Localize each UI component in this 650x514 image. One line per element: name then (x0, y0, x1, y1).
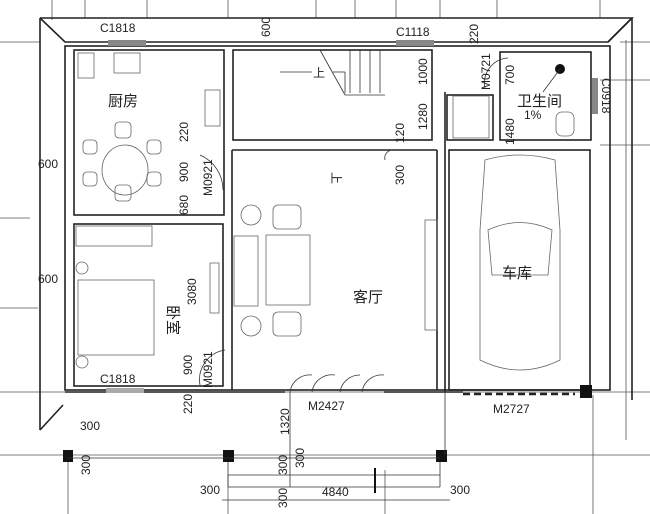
svg-text:220: 220 (177, 122, 191, 142)
dining-table (101, 144, 149, 196)
window-label: C0918 (599, 78, 613, 114)
door-kitchen (199, 154, 224, 191)
roof-outline (39, 17, 634, 431)
windows (106, 40, 598, 393)
room-bedroom-label: 卧室 (164, 305, 182, 335)
door-label: M0921 (201, 159, 215, 196)
svg-text:4840: 4840 (322, 485, 349, 499)
rug (265, 234, 311, 306)
wardrobe (75, 225, 153, 247)
window-label: C1818 (100, 21, 136, 35)
sink (113, 52, 141, 74)
svg-text:300: 300 (80, 419, 100, 433)
svg-text:300: 300 (200, 483, 220, 497)
svg-text:900: 900 (177, 162, 191, 182)
window-label: C1818 (100, 372, 136, 386)
door-label: M2427 (308, 399, 345, 413)
svg-text:600: 600 (38, 157, 58, 171)
fridge (77, 52, 95, 79)
door-entrance (289, 374, 385, 393)
sofa (233, 235, 259, 307)
room-garage-label: 车库 (502, 264, 532, 282)
door-bedroom (199, 349, 226, 386)
svg-text:300: 300 (79, 455, 93, 475)
window-bedroom (106, 388, 144, 393)
cabinet (424, 219, 438, 331)
step (384, 149, 394, 161)
svg-text:300: 300 (450, 483, 470, 497)
window-label: C1118 (396, 25, 430, 39)
dimensions: 600 220 700 1480 1000 1280 120 300 220 9… (38, 17, 517, 508)
svg-text:1480: 1480 (503, 118, 517, 145)
window-stair (396, 40, 434, 46)
window-bath (592, 78, 598, 114)
door-label: M0921 (201, 351, 215, 388)
svg-text:300: 300 (293, 448, 307, 468)
svg-text:1280: 1280 (416, 103, 430, 130)
staircase[interactable] (280, 49, 385, 96)
svg-text:600: 600 (259, 17, 273, 37)
door-bath (484, 57, 509, 89)
svg-text:700: 700 (503, 65, 517, 85)
window-kitchen (108, 40, 146, 46)
room-living-label: 客厅 (353, 288, 383, 306)
bed (77, 279, 155, 356)
stair-up-label: 上 (313, 66, 325, 80)
svg-text:220: 220 (467, 24, 481, 44)
doors[interactable] (199, 57, 509, 393)
room-kitchen-label: 厨房 (108, 92, 138, 110)
toilet (555, 111, 575, 137)
slope-label: 1% (524, 108, 542, 122)
svg-text:1000: 1000 (416, 58, 430, 85)
svg-text:120: 120 (393, 123, 407, 143)
tv-cabinet (209, 262, 220, 314)
room-bathroom-label: 卫生间 (517, 92, 562, 110)
svg-text:300: 300 (276, 488, 290, 508)
svg-text:3080: 3080 (185, 278, 199, 305)
door-label: M2727 (493, 402, 530, 416)
stove (204, 89, 221, 127)
furniture (75, 52, 575, 371)
washing-machine (452, 95, 490, 139)
svg-text:300: 300 (276, 455, 290, 475)
svg-text:680: 680 (177, 195, 191, 215)
svg-text:900: 900 (181, 355, 195, 375)
svg-text:300: 300 (393, 165, 407, 185)
porch (68, 392, 450, 501)
door-label: M0721 (479, 53, 493, 90)
svg-text:220: 220 (181, 394, 195, 414)
svg-text:600: 600 (38, 272, 58, 286)
svg-text:1320: 1320 (278, 408, 292, 435)
columns (63, 385, 592, 462)
car (479, 154, 561, 371)
stair-up-label-2: 上 (329, 172, 343, 184)
